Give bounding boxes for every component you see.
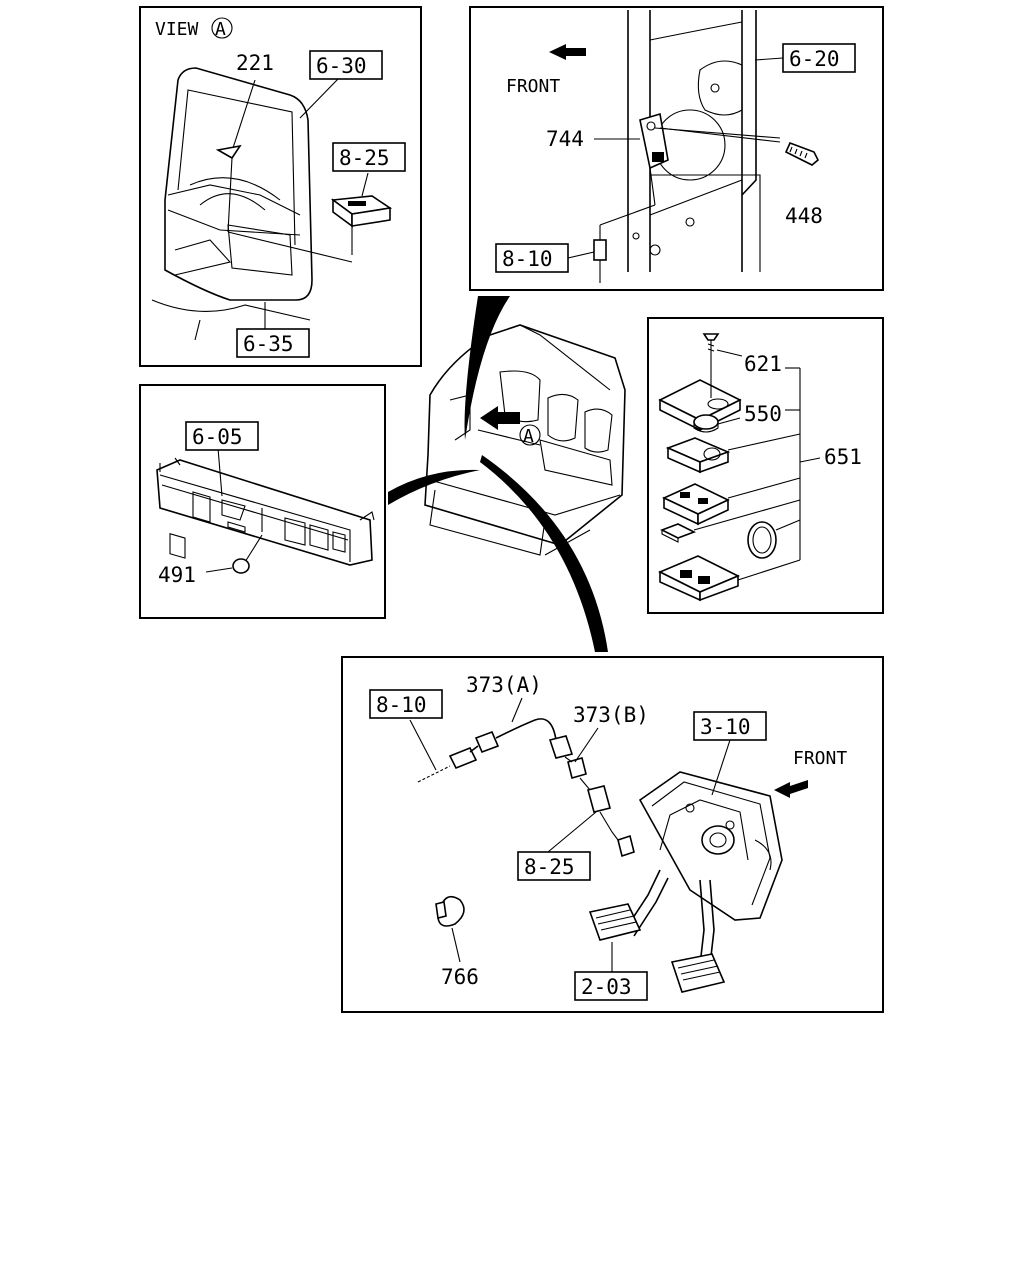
ref-box-6-20 [782, 43, 856, 73]
part-221-shape [215, 144, 242, 160]
ref-8-10-top-label: 8-10 [502, 247, 553, 271]
ref-8-10-bottom-label: 8-10 [376, 693, 427, 717]
view-a-arrow [480, 406, 520, 430]
pedal-drawing [409, 697, 783, 993]
door-pillar-drawing [567, 10, 819, 283]
ref-box-8-25-bottom [517, 851, 591, 881]
ref-box-6-05 [185, 421, 259, 451]
ref-box-2-03 [574, 971, 648, 1001]
part-766-label: 766 [441, 965, 479, 989]
pointer-wedge-top [464, 296, 510, 440]
view-a-letter: A [523, 426, 534, 447]
connector-8-10-shape [593, 239, 607, 261]
ref-box-3-10 [693, 711, 767, 741]
switch-assembly-drawing [658, 333, 821, 602]
ref-box-8-25-top [332, 142, 406, 172]
ref-box-8-10-bottom [369, 689, 443, 719]
part-448-label: 448 [785, 204, 823, 228]
screw-448-shape [784, 141, 819, 166]
ref-8-25-top-label: 8-25 [339, 146, 390, 170]
brake-pedal-shape [670, 953, 726, 993]
connector-373b-shape [548, 735, 574, 759]
part-373b-label: 373(B) [573, 703, 649, 727]
knob-550-shape [693, 414, 719, 430]
ref-2-03-label: 2-03 [581, 975, 632, 999]
front-label-top: FRONT [506, 76, 560, 97]
pedal-2-03-shape [588, 903, 642, 941]
cab-interior-drawing [151, 67, 393, 341]
ref-6-35-label: 6-35 [243, 332, 294, 356]
view-a-circle [519, 424, 541, 446]
ref-6-30-label: 6-30 [316, 54, 367, 78]
view-letter: A [215, 19, 226, 40]
view-letter-circle [211, 17, 233, 39]
cab-overview: A [388, 296, 626, 652]
part-550-label: 550 [744, 402, 782, 426]
cover-drawing [156, 447, 375, 574]
panel-cover: 6-05 491 [139, 384, 386, 619]
panel-cover-frame [139, 384, 386, 619]
clip-766-shape [437, 895, 465, 927]
part-491-label: 491 [158, 563, 196, 587]
front-arrow-bottom [774, 780, 808, 798]
pointer-wedge-left [388, 469, 480, 505]
front-arrow-top [549, 44, 586, 60]
connector-8-10-lower-shape [448, 746, 478, 770]
screw-621-shape [702, 333, 720, 341]
part-221-label: 221 [236, 51, 274, 75]
part-651-label: 651 [824, 445, 862, 469]
grommet-491-shape [232, 558, 250, 574]
front-label-bottom: FRONT [793, 748, 847, 769]
part-744-label: 744 [546, 127, 584, 151]
ref-box-6-30 [309, 50, 383, 80]
ref-6-20-label: 6-20 [789, 47, 840, 71]
panel-view-a: VIEW A 22 [139, 6, 422, 367]
panel-pedal: FRONT 8-10 373(A) 373(B) 3-10 8-25 766 2… [341, 656, 884, 1013]
ref-box-6-35 [236, 328, 310, 358]
ref-box-8-10-top [495, 243, 569, 273]
part-621-label: 621 [744, 352, 782, 376]
ref-3-10-label: 3-10 [700, 715, 751, 739]
panel-switch-assembly: 621 550 651 [647, 317, 884, 614]
pedal-pivot-shape [701, 825, 735, 855]
pointer-wedge-bottom [480, 455, 608, 652]
ref-6-05-label: 6-05 [192, 425, 243, 449]
panel-door-switch: FRONT [469, 6, 884, 291]
small-plate-shape [660, 523, 696, 539]
ref-8-25-bottom-label: 8-25 [524, 855, 575, 879]
stop-switch-8-25-shape [587, 785, 611, 813]
part-373a-label: 373(A) [466, 673, 542, 697]
view-label: VIEW [155, 19, 199, 40]
